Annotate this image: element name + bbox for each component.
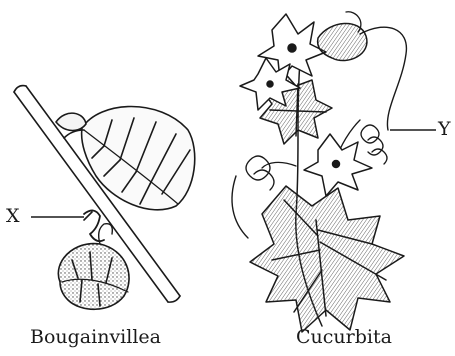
cucurbita-leaf-large — [250, 186, 404, 332]
bougainvillea-lower-leaf — [58, 224, 129, 310]
cucurbita-flower-lower — [304, 134, 372, 196]
bougainvillea-illustration — [14, 86, 195, 310]
bougainvillea-thorn — [84, 210, 104, 241]
caption-cucurbita: Cucurbita — [296, 326, 392, 348]
marker-x-label: X — [6, 205, 20, 227]
caption-bougainvillea: Bougainvillea — [30, 326, 161, 348]
cucurbita-illustration — [232, 12, 406, 332]
cucurbita-bud-cluster — [318, 12, 367, 61]
marker-y-label: Y — [438, 118, 451, 140]
